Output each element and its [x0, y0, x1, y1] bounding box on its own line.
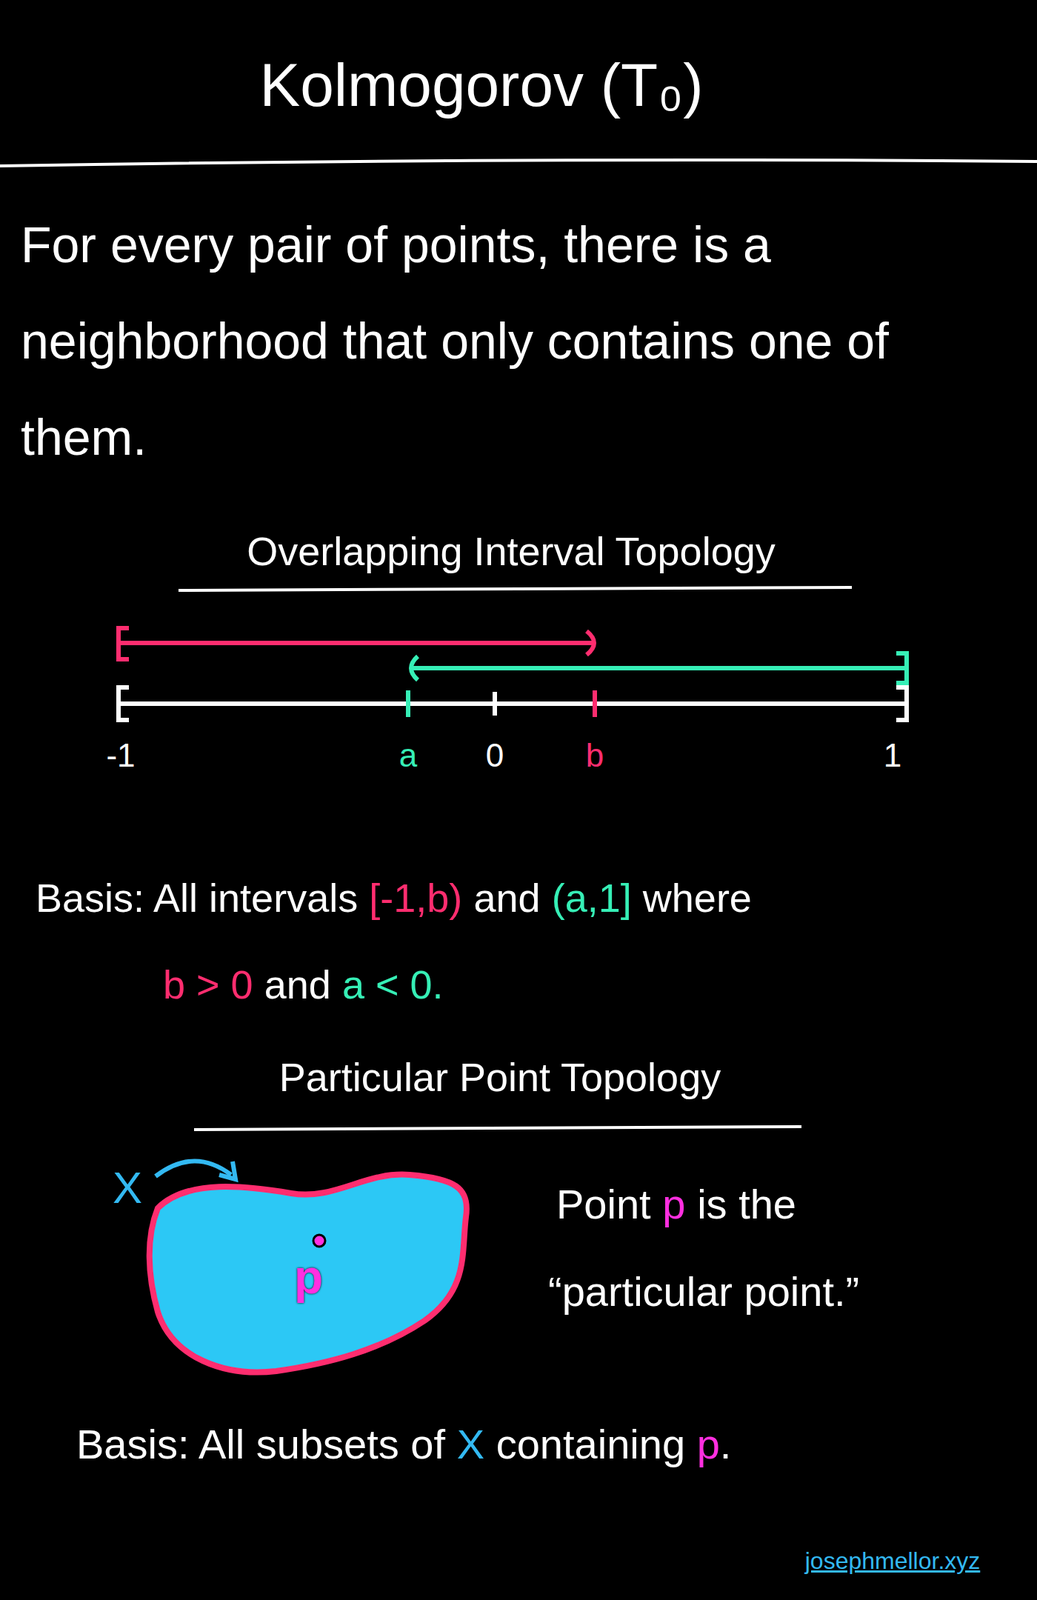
watermark: josephmellor.xyz — [805, 1547, 981, 1575]
axis-label: 0 — [485, 737, 504, 774]
note-text: Point — [556, 1180, 652, 1228]
axis-label-group: b — [585, 736, 604, 776]
heading-underline — [178, 587, 852, 591]
watermark-group: josephmellor.xyz — [805, 1546, 981, 1575]
axis-label-group: -1 — [105, 736, 135, 776]
basis-text: Basis: All subsets of — [76, 1420, 446, 1468]
axis-line — [118, 701, 907, 706]
interval-line — [411, 665, 907, 671]
note-text: “particular point.” — [548, 1268, 860, 1315]
point-dot — [313, 1234, 326, 1247]
set-label-group: X — [112, 1161, 143, 1215]
note-text: is the — [697, 1180, 797, 1228]
section-heading-group: Overlapping Interval Topology — [246, 527, 775, 576]
axis-label: a — [399, 737, 418, 774]
blob-outline — [149, 1174, 467, 1373]
tick — [492, 691, 498, 716]
definition-text-group: For every pair of points, there is a nei… — [20, 196, 1017, 486]
axis-label-group: 1 — [883, 736, 902, 776]
axis-label: b — [585, 737, 604, 774]
tick — [592, 690, 598, 718]
basis-text: Basis: All intervals — [35, 875, 358, 920]
interval-paren — [411, 656, 418, 680]
axis-bracket — [896, 687, 907, 720]
section-heading-group: Particular Point Topology — [279, 1053, 721, 1102]
arrowhead — [219, 1161, 236, 1180]
axis-label: -1 — [105, 737, 135, 774]
basis-text: and — [264, 962, 332, 1007]
number-line — [118, 687, 907, 720]
note-text: p — [662, 1180, 686, 1228]
basis-text: containing — [496, 1420, 686, 1468]
definition-text: For every pair of points, there is a nei… — [20, 216, 889, 466]
tick — [405, 690, 411, 718]
interval-line — [117, 640, 595, 646]
pink-interval — [117, 628, 595, 660]
heading-underline — [194, 1126, 802, 1130]
axis-bracket — [118, 687, 129, 720]
basis-text: (a,1] — [551, 875, 632, 920]
interval-bracket — [896, 653, 907, 683]
basis-text-group: Basis: All subsets ofXcontainingp. — [76, 1419, 732, 1469]
basis-text: where — [642, 875, 752, 920]
basis-text: a < 0. — [342, 962, 444, 1007]
basis-text: and — [473, 875, 540, 920]
set-label: X — [112, 1162, 143, 1213]
basis-text: X — [457, 1420, 485, 1468]
teal-interval — [411, 653, 907, 683]
title-rule — [0, 159, 1037, 166]
axis-label-group: 0 — [485, 736, 504, 776]
interval-paren — [586, 631, 595, 655]
note-text-group: “particular point.” — [548, 1266, 860, 1317]
axis-label-group: a — [399, 736, 418, 776]
set-blob: p — [142, 1163, 475, 1378]
section-heading: Overlapping Interval Topology — [246, 528, 775, 574]
basis-text: p — [697, 1420, 720, 1468]
basis-text-group: Basis: All intervals[-1,b)and(a,1]where — [35, 874, 752, 923]
basis-text: [-1,b) — [368, 875, 463, 920]
basis-text: . — [719, 1420, 732, 1468]
title: Kolmogorov (T₀) — [259, 48, 703, 122]
axis-label: 1 — [883, 737, 902, 774]
basis-text-group: b > 0anda < 0. — [162, 960, 444, 1009]
basis-text: b > 0 — [162, 962, 254, 1007]
interval-bracket — [118, 628, 129, 660]
note-text-group: Pointpis the — [556, 1179, 797, 1229]
section-heading: Particular Point Topology — [279, 1054, 721, 1100]
point-label: p — [294, 1249, 323, 1305]
